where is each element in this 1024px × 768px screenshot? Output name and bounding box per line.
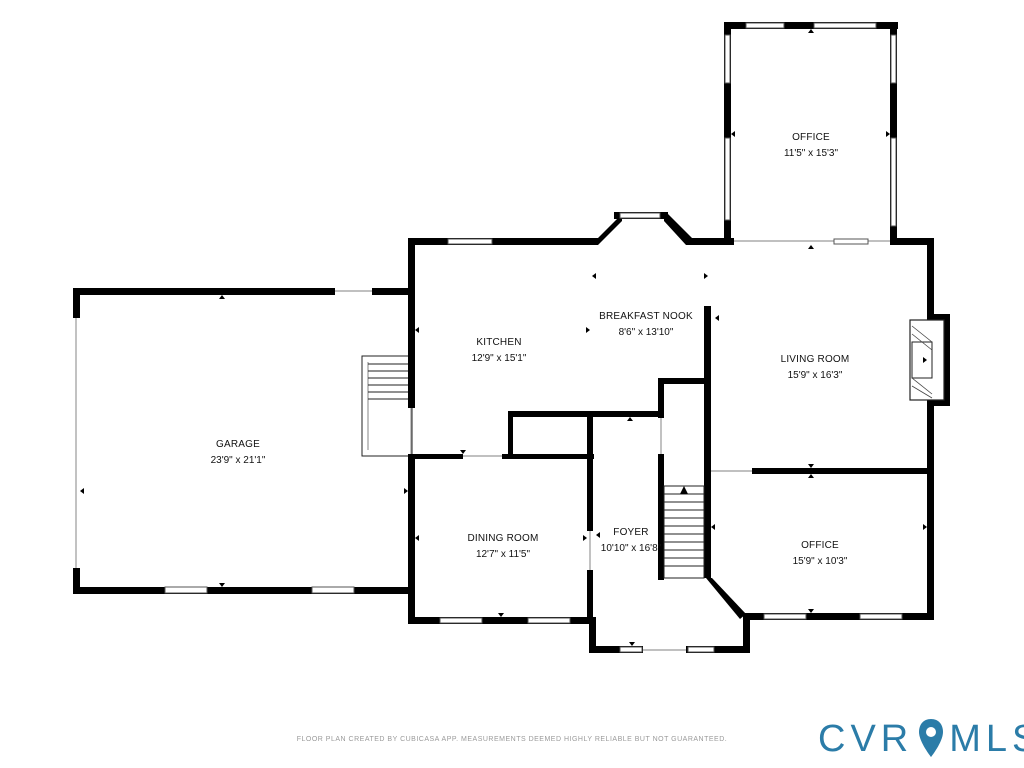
garage-label: GARAGE — [216, 439, 260, 450]
office-right-label: OFFICE — [801, 540, 839, 551]
breakfast-nook-label: BREAKFAST NOOK — [599, 311, 693, 322]
office-top-label: OFFICE — [792, 132, 830, 143]
living-room-label: LIVING ROOM — [781, 354, 850, 365]
garage-walls — [73, 288, 413, 594]
kitchen-label: KITCHEN — [476, 337, 521, 348]
foyer-stairs — [663, 485, 705, 579]
map-pin-icon — [919, 719, 944, 757]
office-right-dimensions: 15'9" x 10'3" — [793, 556, 848, 567]
dimension-markers — [80, 29, 927, 646]
kitchen-dimensions: 12'9" x 15'1" — [472, 353, 527, 364]
office-top-dimensions: 11'5" x 15'3" — [784, 148, 839, 159]
foyer-label: FOYER — [613, 527, 648, 538]
cvrmls-logo: CVR MLS — [818, 714, 1024, 764]
garage-steps — [361, 355, 413, 457]
windows — [439, 212, 903, 653]
logo-text-left: CVR — [818, 717, 914, 760]
floor-plan-disclaimer: FLOOR PLAN CREATED BY CUBICASA APP. MEAS… — [296, 736, 728, 743]
garage-dimensions: 23'9" x 21'1" — [211, 455, 266, 466]
logo-text-right: MLS — [949, 717, 1024, 760]
dining-room-label: DINING ROOM — [467, 533, 538, 544]
dining-room-dimensions: 12'7" x 11'5" — [476, 549, 531, 560]
foyer-dimensions: 10'10" x 16'8" — [601, 543, 662, 554]
house-walls — [408, 212, 950, 653]
sunroom-walls — [724, 22, 898, 242]
breakfast-nook-dimensions: 8'6" x 13'10" — [619, 327, 674, 338]
living-room-dimensions: 15'9" x 16'3" — [788, 370, 843, 381]
